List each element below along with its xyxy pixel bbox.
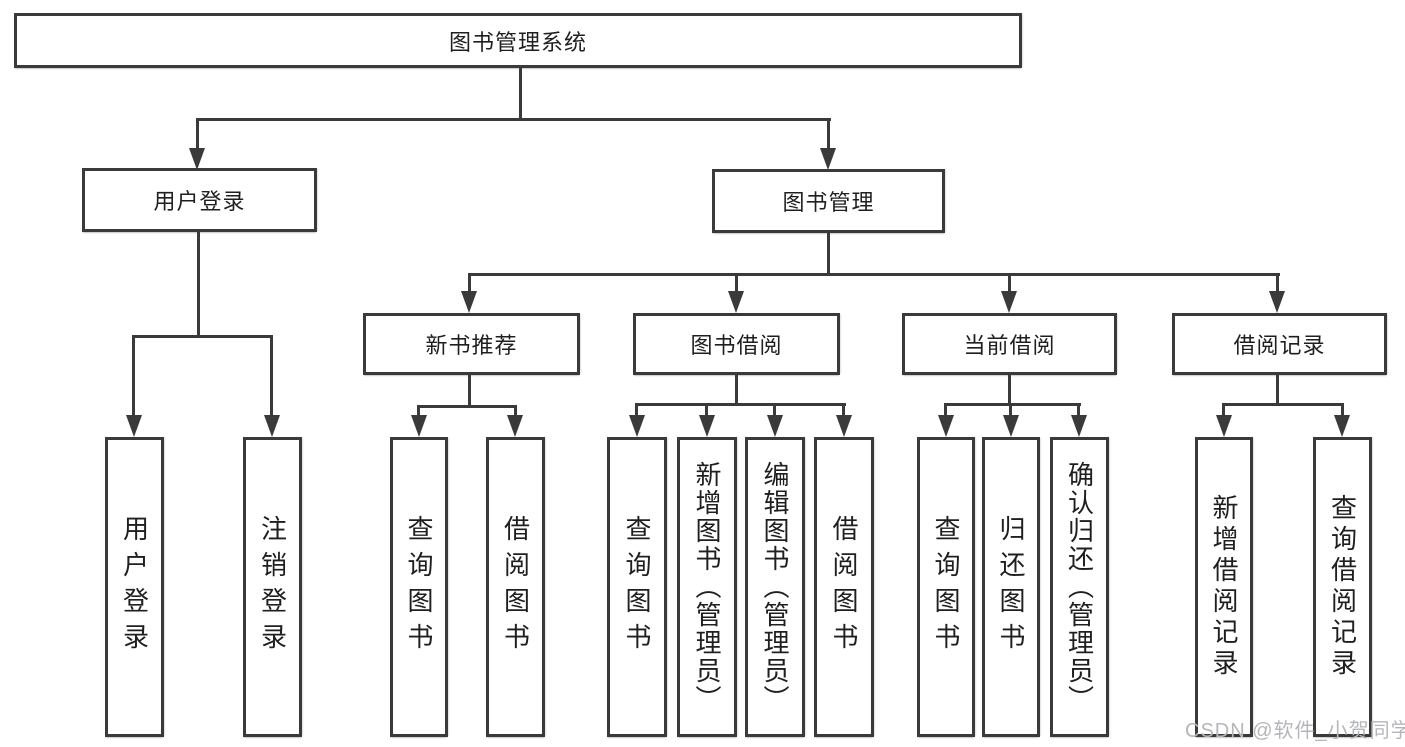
leaf-borrow-add-books-admin: 新增图书（管理员） xyxy=(677,437,737,737)
connector-recommend-drop-2 xyxy=(514,405,517,419)
connector-records-rail xyxy=(1222,403,1344,406)
node-root-label: 图书管理系统 xyxy=(448,29,587,55)
connector-login-rail xyxy=(132,335,273,338)
leaf-borrow-edit-books-admin: 编辑图书（管理员） xyxy=(745,437,805,737)
connector-current-drop-2 xyxy=(1009,403,1012,419)
leaf-recommend-query-books-label: 查询图书 xyxy=(404,515,434,659)
leaf-current-return-books-label: 归还图书 xyxy=(996,515,1026,659)
connector-records-stem xyxy=(1276,375,1279,405)
arrow-down-icon xyxy=(1334,415,1350,437)
arrow-down-icon xyxy=(189,148,205,170)
connector-l2-rail xyxy=(196,118,831,121)
leaf-borrow-edit-books-admin-label: 编辑图书（管理员） xyxy=(760,461,790,713)
connector-login-drop-1 xyxy=(132,335,135,417)
connector-current-drop-3 xyxy=(1077,403,1080,419)
node-book-management: 图书管理 xyxy=(712,169,945,233)
connector-records-drop-1 xyxy=(1222,403,1225,419)
connector-l3-drop-2 xyxy=(735,273,738,293)
connector-root-stem xyxy=(519,68,522,118)
arrow-down-icon xyxy=(767,415,783,437)
leaf-borrow-query-books: 查询图书 xyxy=(607,437,667,737)
leaf-records-add-record: 新增借阅记录 xyxy=(1195,437,1253,737)
leaf-borrow-add-books-admin-label: 新增图书（管理员） xyxy=(692,461,722,713)
node-root: 图书管理系统 xyxy=(14,13,1022,68)
connector-l2-drop-right xyxy=(827,118,830,150)
arrow-down-icon xyxy=(836,415,852,437)
arrow-down-icon xyxy=(820,148,836,170)
connector-borrow-drop-3 xyxy=(773,403,776,419)
connector-l3-drop-4 xyxy=(1276,273,1279,293)
leaf-current-query-books-label: 查询图书 xyxy=(931,515,961,659)
leaf-records-query-record: 查询借阅记录 xyxy=(1313,437,1372,737)
node-user-login-label: 用户登录 xyxy=(153,189,246,214)
node-current-borrow: 当前借阅 xyxy=(902,313,1117,375)
node-user-login: 用户登录 xyxy=(82,168,317,232)
arrow-down-icon xyxy=(1003,415,1019,437)
node-book-borrow: 图书借阅 xyxy=(633,313,840,375)
leaf-recommend-borrow-books-label: 借阅图书 xyxy=(500,515,531,659)
arrow-down-icon xyxy=(411,415,427,437)
connector-recommend-stem xyxy=(468,375,471,407)
leaf-borrow-query-books-label: 查询图书 xyxy=(622,515,652,659)
arrow-down-icon xyxy=(507,415,523,437)
arrow-down-icon xyxy=(1071,415,1087,437)
connector-borrow-drop-4 xyxy=(842,403,845,419)
leaf-current-return-books: 归还图书 xyxy=(982,437,1040,737)
node-current-borrow-label: 当前借阅 xyxy=(963,333,1056,358)
node-book-management-label: 图书管理 xyxy=(782,190,875,215)
connector-current-rail xyxy=(944,403,1081,406)
arrow-down-icon xyxy=(728,291,744,313)
connector-borrow-drop-2 xyxy=(705,403,708,419)
leaf-user-login: 用户登录 xyxy=(105,437,164,737)
leaf-borrow-borrow-books: 借阅图书 xyxy=(814,437,874,737)
leaf-borrow-borrow-books-label: 借阅图书 xyxy=(829,515,859,659)
connector-current-stem xyxy=(1008,375,1011,405)
arrow-down-icon xyxy=(699,415,715,437)
connector-current-drop-1 xyxy=(944,403,947,419)
leaf-current-confirm-return-admin-label: 确认归还（管理员） xyxy=(1064,461,1095,713)
leaf-recommend-query-books: 查询图书 xyxy=(390,437,448,737)
leaf-user-login-label: 用户登录 xyxy=(119,515,150,659)
leaf-records-add-record-label: 新增借阅记录 xyxy=(1209,494,1239,680)
watermark: CSDN @软件_小贺同学 xyxy=(1185,720,1405,742)
arrow-down-icon xyxy=(1001,291,1017,313)
connector-l2-drop-left xyxy=(196,118,199,150)
leaf-recommend-borrow-books: 借阅图书 xyxy=(486,437,545,737)
arrow-down-icon xyxy=(629,415,645,437)
connector-l3-rail xyxy=(468,273,1280,276)
leaf-records-query-record-label: 查询借阅记录 xyxy=(1327,494,1358,680)
node-new-book-recommend-label: 新书推荐 xyxy=(425,333,518,358)
connector-records-drop-2 xyxy=(1341,403,1344,419)
connector-l3-drop-3 xyxy=(1008,273,1011,293)
arrow-down-icon xyxy=(461,291,477,313)
connector-l3-drop-1 xyxy=(468,273,471,293)
arrow-down-icon xyxy=(264,415,280,437)
connector-login-drop-2 xyxy=(270,335,273,417)
connector-login-stem xyxy=(197,232,200,335)
connector-borrow-rail xyxy=(635,403,846,406)
connector-borrow-drop-1 xyxy=(635,403,638,419)
arrow-down-icon xyxy=(126,415,142,437)
node-book-borrow-label: 图书借阅 xyxy=(690,333,783,358)
connector-mgmt-stem xyxy=(827,233,830,273)
arrow-down-icon xyxy=(938,415,954,437)
leaf-logout: 注销登录 xyxy=(243,437,302,737)
arrow-down-icon xyxy=(1216,415,1232,437)
node-new-book-recommend: 新书推荐 xyxy=(363,313,580,375)
node-borrow-records: 借阅记录 xyxy=(1172,313,1387,375)
connector-recommend-drop-1 xyxy=(417,405,420,419)
connector-recommend-rail xyxy=(417,405,517,408)
leaf-current-confirm-return-admin: 确认归还（管理员） xyxy=(1050,437,1109,737)
leaf-current-query-books: 查询图书 xyxy=(917,437,975,737)
node-borrow-records-label: 借阅记录 xyxy=(1233,333,1326,358)
leaf-logout-label: 注销登录 xyxy=(257,515,288,659)
connector-borrow-stem xyxy=(735,375,738,405)
arrow-down-icon xyxy=(1269,291,1285,313)
